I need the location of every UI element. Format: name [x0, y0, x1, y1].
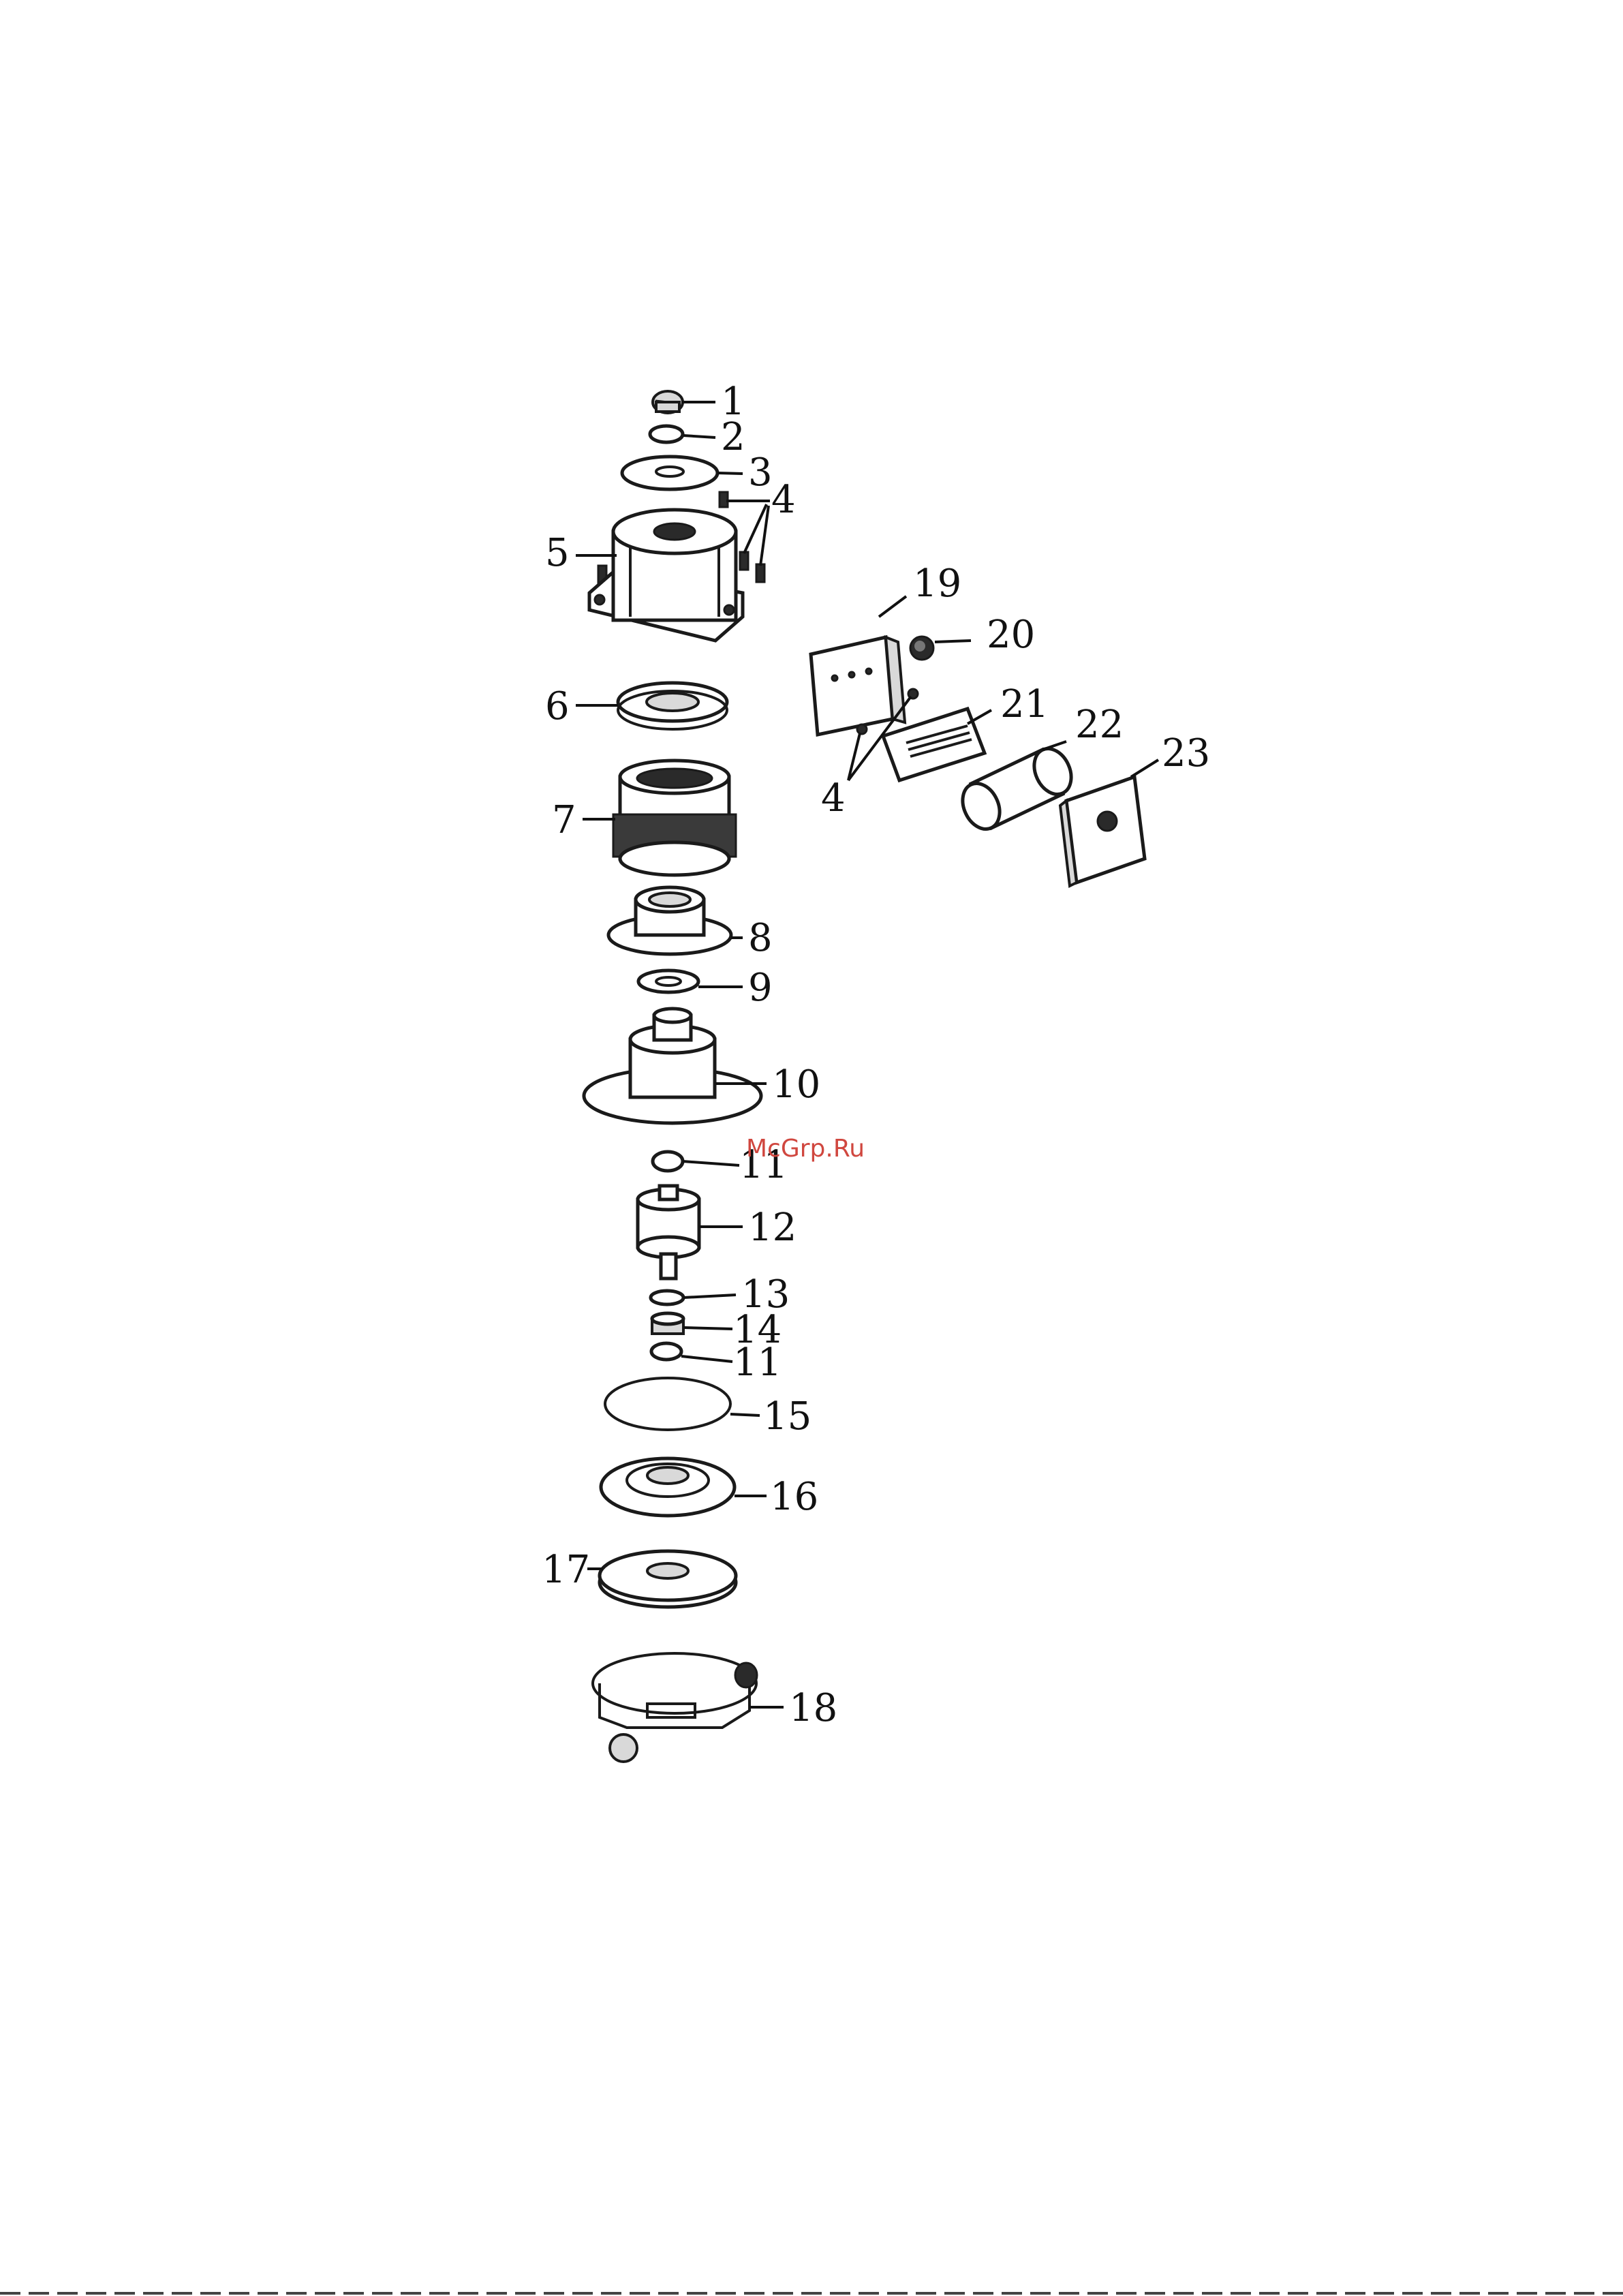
- callout-5: 5: [545, 531, 570, 575]
- watermark: McGrp.Ru: [746, 1135, 865, 1163]
- callout-20: 20: [987, 613, 1035, 657]
- part-3-disc: [622, 457, 717, 489]
- part-23-cover-plate: [1060, 777, 1145, 886]
- part-7-knurled-ring: [613, 761, 736, 875]
- callout-21: 21: [1000, 682, 1049, 726]
- callout-17: 17: [542, 1548, 590, 1592]
- callout-16: 16: [770, 1475, 818, 1519]
- part-5-housing: [589, 510, 743, 641]
- part-12-shaft: [638, 1186, 699, 1279]
- part-15-o-ring: [605, 1378, 730, 1430]
- part-10-base-cylinder: [584, 1009, 761, 1123]
- callout-3: 3: [748, 450, 773, 495]
- callout-10: 10: [772, 1062, 820, 1107]
- callout-22: 22: [1075, 703, 1124, 747]
- part-13-washer: [651, 1291, 683, 1304]
- part-11-ring-lower: [651, 1343, 681, 1360]
- part-1-cap-screw: [653, 391, 683, 413]
- callout-15: 15: [763, 1394, 812, 1439]
- part-20-knob: [910, 637, 933, 660]
- part-14-nut: [652, 1313, 683, 1334]
- part-17-disc: [600, 1551, 736, 1607]
- part-6-gear-disc: [618, 683, 727, 729]
- callout-19: 19: [913, 562, 961, 606]
- part-18-clamp: [593, 1653, 757, 1762]
- callout-12: 12: [748, 1206, 797, 1250]
- callout-18: 18: [789, 1686, 837, 1730]
- callout-11-lower: 11: [733, 1341, 782, 1385]
- callout-6: 6: [545, 684, 570, 729]
- callout-4-top: 4: [771, 478, 796, 522]
- part-2-ring: [650, 426, 683, 442]
- part-9-washer: [638, 970, 698, 992]
- callout-7: 7: [552, 798, 576, 842]
- callout-9: 9: [748, 966, 773, 1010]
- part-19-panel: [811, 637, 905, 735]
- callout-4-right: 4: [821, 776, 846, 821]
- part-11-ring-upper: [653, 1152, 683, 1171]
- part-16-flange-plate: [601, 1458, 735, 1516]
- callout-23: 23: [1162, 731, 1210, 776]
- callout-2: 2: [721, 415, 745, 459]
- part-8-gear-flange: [608, 887, 731, 954]
- callout-8: 8: [748, 916, 773, 960]
